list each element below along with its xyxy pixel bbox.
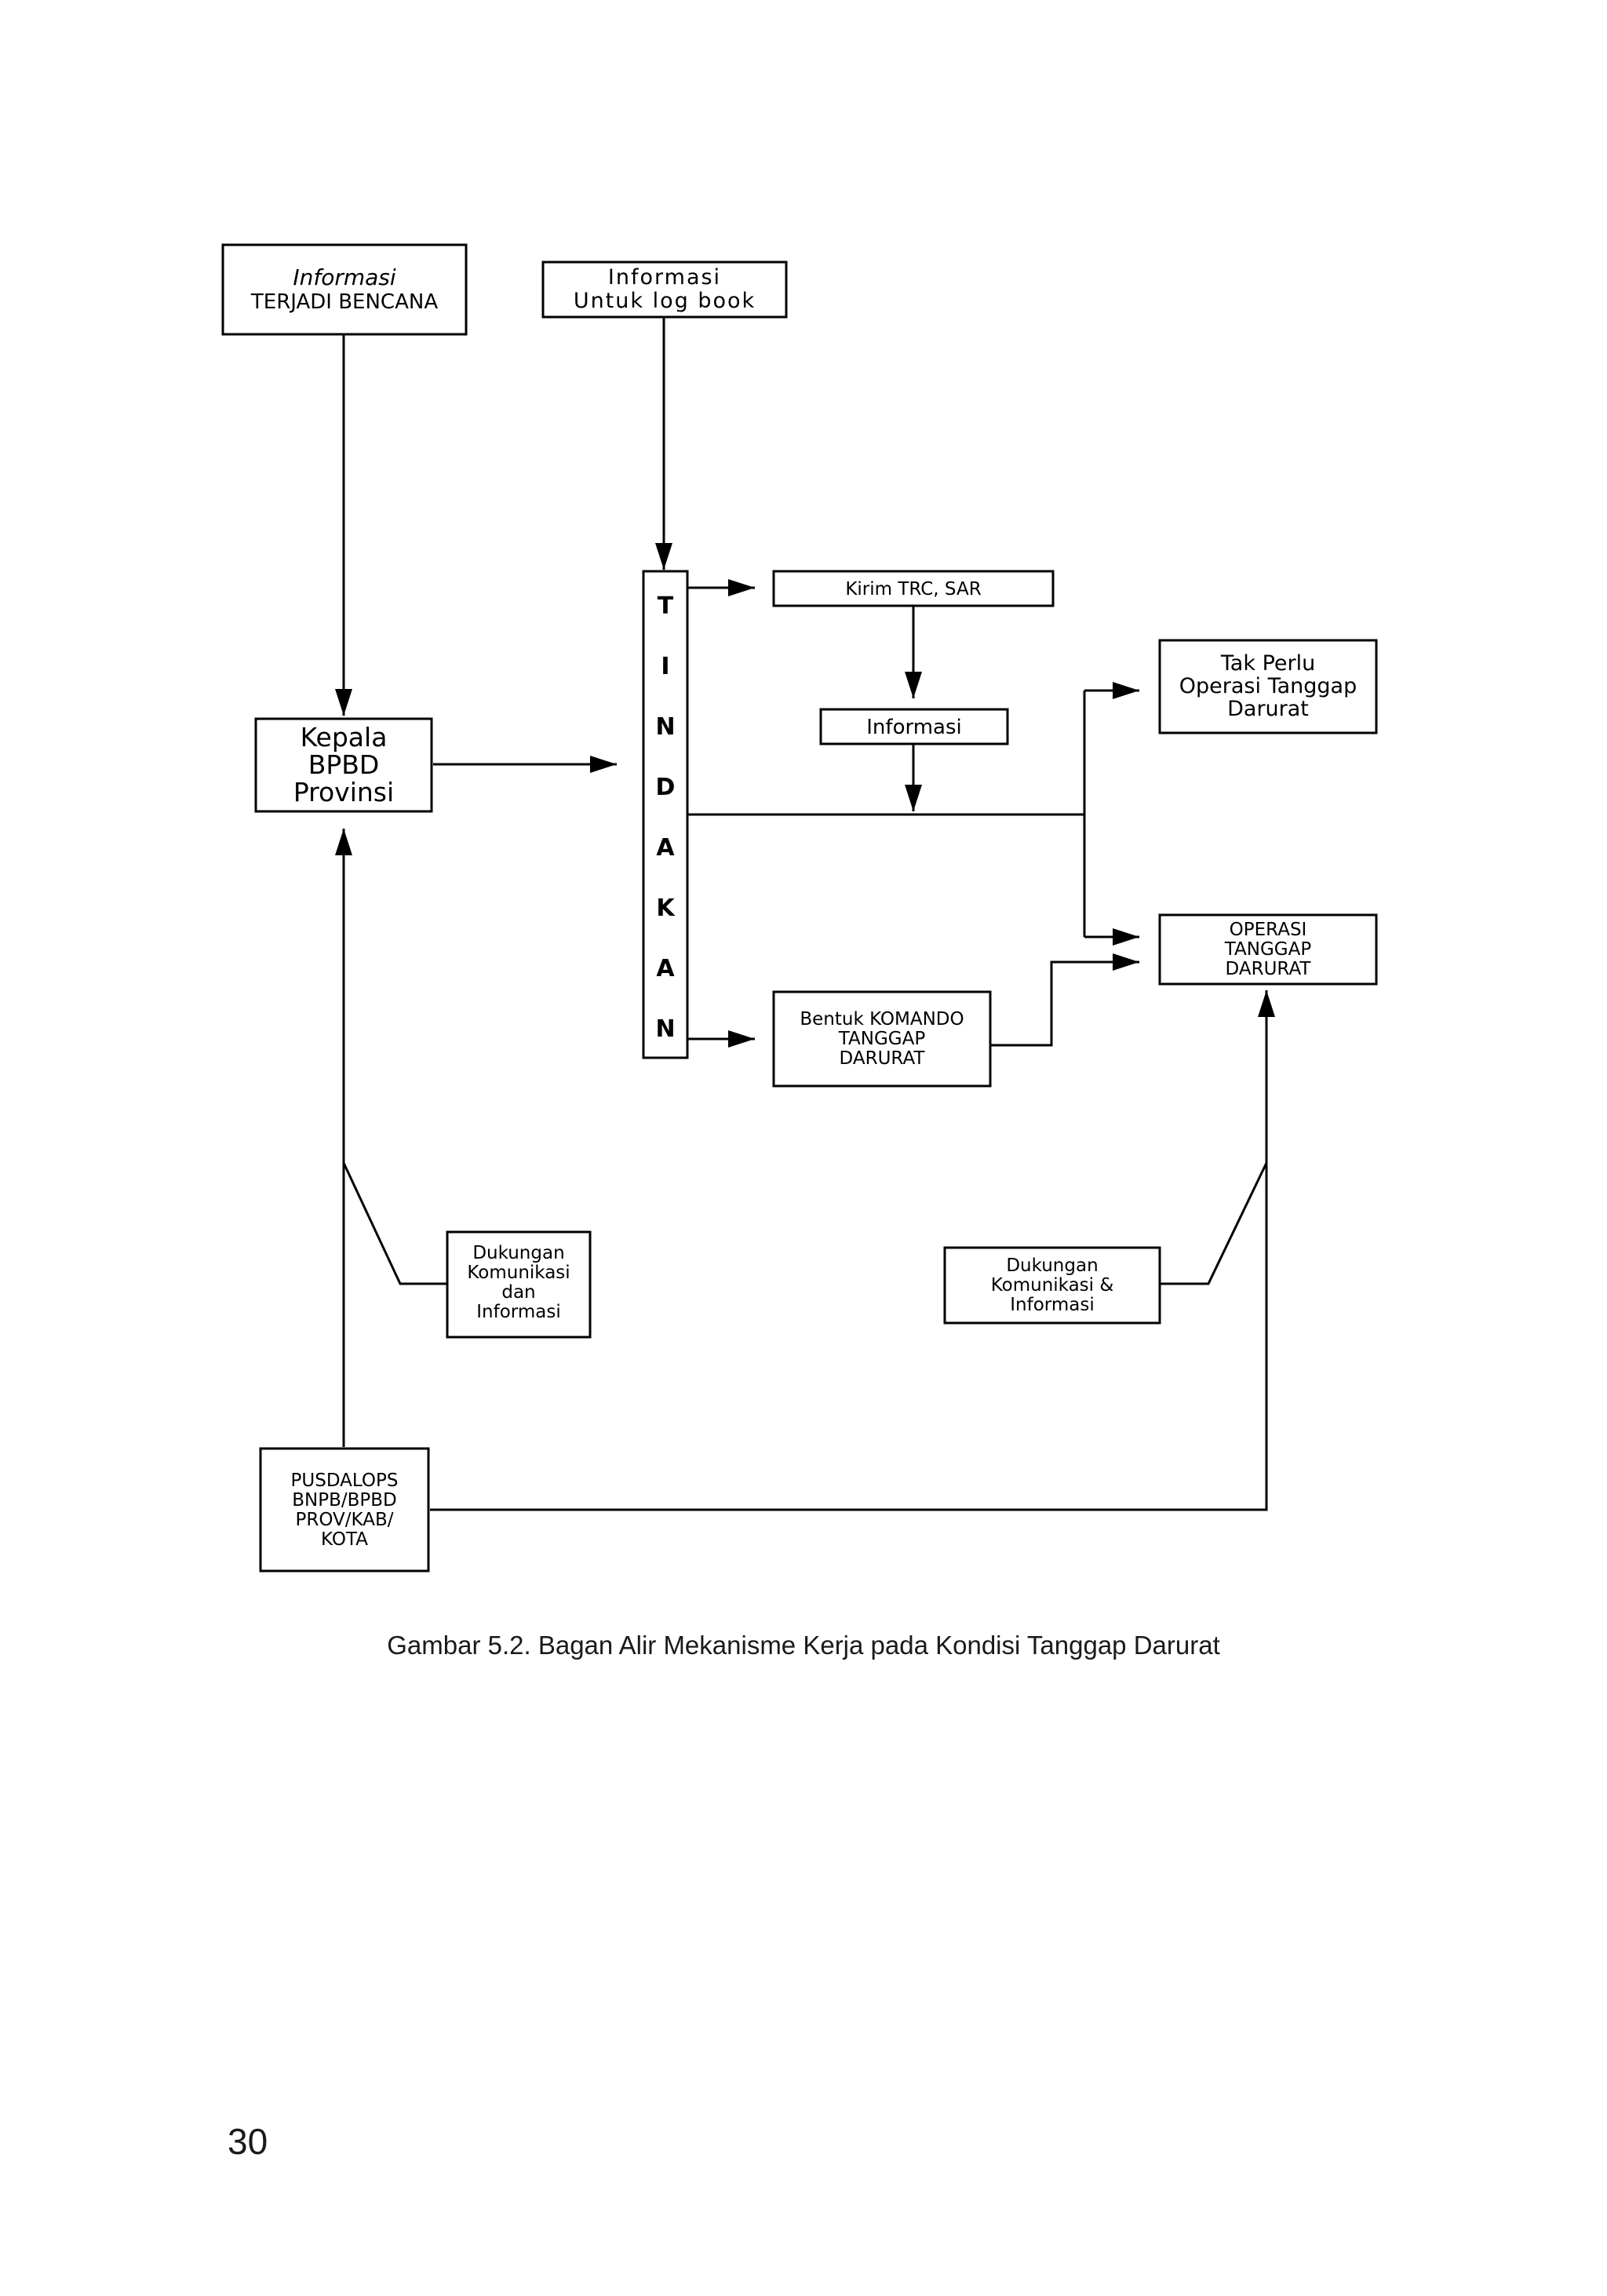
node-informasi-terjadi-bencana: Informasi TERJADI BENCANA	[221, 243, 468, 336]
node-label-line: Informasi	[476, 1302, 560, 1322]
node-label-line: BNPB/BPBD	[292, 1490, 397, 1511]
node-informasi: Informasi	[819, 708, 1009, 745]
node-dukungan-komunikasi-right: Dukungan Komunikasi & Informasi	[943, 1246, 1161, 1325]
node-label-line: Informasi	[608, 265, 721, 290]
node-dukungan-komunikasi-left: Dukungan Komunikasi dan Informasi	[446, 1230, 592, 1339]
tindakan-letter: A	[656, 955, 675, 982]
tindakan-letter: I	[661, 653, 669, 680]
node-label-line: TANGGAP	[1224, 939, 1312, 960]
figure-caption: Gambar 5.2. Bagan Alir Mekanisme Kerja p…	[387, 1631, 1220, 1660]
node-label-line: dan	[501, 1282, 535, 1303]
node-label-line: PROV/KAB/	[296, 1510, 394, 1530]
node-label-line: PUSDALOPS	[291, 1471, 399, 1491]
node-label-line: Informasi	[293, 264, 396, 290]
node-label-line: KOTA	[321, 1529, 368, 1550]
node-label-line: Operasi Tanggap	[1179, 674, 1357, 698]
node-label-line: Komunikasi &	[991, 1275, 1114, 1296]
tindakan-letter: K	[656, 895, 676, 922]
node-label-line: Informasi	[1010, 1295, 1094, 1315]
node-label-line: DARURAT	[1226, 959, 1312, 979]
node-label-line: Untuk log book	[574, 289, 756, 313]
node-label-line: TERJADI BENCANA	[250, 290, 438, 314]
line-dukungan-left-join	[342, 1162, 447, 1285]
node-label-line: Tak Perlu	[1220, 651, 1315, 676]
node-label-line: Dukungan	[1006, 1256, 1098, 1276]
tindakan-letter: N	[655, 1015, 675, 1043]
node-operasi-tanggap-darurat: OPERASI TANGGAP DARURAT	[1158, 913, 1378, 986]
node-kirim-trc-sar: Kirim TRC, SAR	[772, 570, 1055, 607]
node-label-line: Provinsi	[293, 777, 394, 807]
node-label-line: DARURAT	[840, 1048, 926, 1069]
tindakan-letter: N	[655, 713, 675, 741]
node-tindakan: T I N D A K A N	[642, 570, 689, 1059]
node-label-line: Informasi	[866, 716, 961, 739]
tindakan-letter: T	[658, 592, 674, 620]
tindakan-letter: D	[656, 774, 676, 801]
node-label-line: Bentuk KOMANDO	[800, 1009, 964, 1030]
line-dukungan-right-join	[1160, 1162, 1268, 1285]
node-label-line: Kepala	[301, 722, 388, 753]
node-label-line: OPERASI	[1230, 920, 1307, 940]
node-label-line: Darurat	[1227, 697, 1309, 721]
node-pusdalops: PUSDALOPS BNPB/BPBD PROV/KAB/ KOTA	[259, 1447, 430, 1573]
node-kepala-bpbd-provinsi: Kepala BPBD Provinsi	[254, 717, 433, 813]
node-label-line: Dukungan	[472, 1243, 564, 1263]
node-bentuk-komando: Bentuk KOMANDO TANGGAP DARURAT	[772, 990, 992, 1088]
node-label-line: Komunikasi	[467, 1263, 570, 1283]
node-label-line: Kirim TRC, SAR	[845, 579, 981, 600]
node-label-line: BPBD	[308, 749, 380, 780]
arrow-komando-to-operasi	[990, 953, 1139, 1047]
node-label-line: TANGGAP	[838, 1029, 926, 1049]
connectors	[335, 317, 1275, 1511]
tindakan-letter: A	[656, 834, 675, 862]
node-tak-perlu-operasi: Tak Perlu Operasi Tanggap Darurat	[1158, 639, 1378, 734]
node-informasi-log-book: Informasi Untuk log book	[541, 261, 788, 319]
page-number: 30	[228, 2121, 268, 2162]
